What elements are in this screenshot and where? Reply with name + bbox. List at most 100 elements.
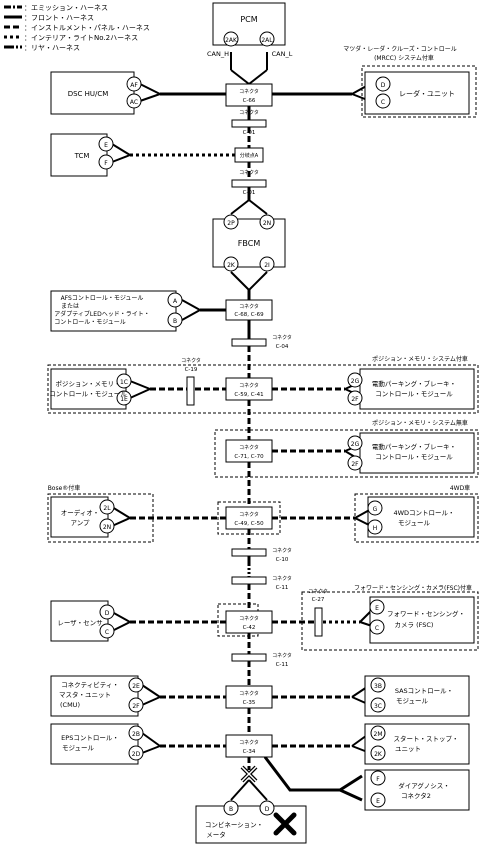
legend-label: ：リヤ・ハーネス: [24, 44, 80, 52]
can-h-label: CAN_H: [207, 50, 229, 58]
pin-label: 2AL: [261, 37, 273, 44]
posmem-box: [50, 368, 127, 410]
connector-label: コネクタ: [272, 652, 292, 659]
afs-title-line: または: [61, 303, 79, 310]
audio-title-line: オーディオ・: [61, 508, 100, 517]
fbcm-box: [212, 218, 286, 268]
connector-label: コネクタ: [239, 690, 259, 697]
connector-c27: [314, 607, 323, 637]
legend: ：エミッション・ハーネス ：フロント・ハーネス ：インストルメント・パネル・ハー…: [4, 4, 150, 52]
connector-label: コネクタ: [239, 382, 259, 389]
connector-id: C-19: [185, 367, 198, 373]
bose-group-box: [47, 493, 154, 543]
pin-label: 2AK: [225, 37, 238, 44]
mrcc-group-label: (MRCC) システム付車: [374, 54, 434, 62]
mrcc-group-label: マツダ・レーダ・クルーズ・コントロール: [343, 45, 457, 53]
connector-c71: [225, 439, 273, 463]
dlc-title-line: コネクタ2: [401, 791, 431, 800]
cmu-box: [50, 675, 139, 717]
pin-label: C: [381, 99, 385, 106]
epb1-title-line: 電動パーキング・ブレーキ・: [372, 379, 456, 388]
connector-label: コネクタ: [239, 444, 259, 451]
pin-label: D: [105, 610, 110, 617]
epb1-box: [359, 368, 475, 410]
open-circuit-x-icon: [240, 765, 258, 783]
cmu-title-line: コネクティビティ・: [61, 680, 119, 689]
no-posmem-group-box: [214, 429, 479, 478]
awd-title-line: モジュール: [398, 519, 431, 527]
module-boxes: [50, 2, 475, 844]
pin-label: 2N: [103, 524, 111, 531]
fsc-group-label: フォワード・センシング・カメラ(FSC)付車: [354, 584, 472, 592]
startstop-title-line: ユニット: [395, 745, 421, 753]
connector-id: C-01: [243, 130, 256, 136]
connector-label: コネクタ: [239, 511, 259, 518]
legend-label: ：インテリア・ライトNo.2ハーネス: [24, 34, 138, 42]
connector-id: C-10: [276, 557, 289, 563]
pcm-title: PCM: [240, 15, 257, 24]
laser-box: [50, 600, 109, 642]
connector-label: コネクタ: [239, 739, 259, 746]
pin-label: E: [376, 798, 380, 805]
connector-c04: [231, 338, 267, 347]
pin-label: 3B: [374, 683, 382, 690]
connector-c35: [225, 685, 273, 709]
trunk-connectors: [186, 83, 323, 758]
connector-label: コネクタ: [239, 615, 259, 622]
connector-id: C-68, C-69: [234, 312, 264, 318]
mrcc-group-box: [361, 65, 477, 118]
connector-label: コネクタ: [239, 303, 259, 310]
fbcm-title: FBCM: [238, 239, 261, 248]
4wd-group-box: [354, 493, 479, 543]
pin-label: 2F: [132, 703, 140, 710]
connector-c59: [225, 377, 273, 401]
afs-title-line: コントロール・モジュール: [54, 319, 126, 326]
pin-label: G: [373, 506, 378, 513]
pin-label: 3C: [374, 703, 382, 710]
audio-title-line: アンプ: [70, 519, 90, 527]
awd-title-line: 4WDコントロール・: [393, 509, 454, 517]
pin-label: C: [105, 629, 109, 636]
posmem-title-line: コントロール・モジュール: [49, 390, 127, 398]
legend-label: ：エミッション・ハーネス: [24, 4, 108, 12]
connector-id: C-01: [243, 190, 256, 196]
eps-title-line: EPSコントロール・: [61, 734, 119, 742]
dsc-title: DSC HU/CM: [68, 90, 109, 98]
afs-title-line: アダプティブLEDヘッド・ライト・: [54, 310, 149, 318]
pin-label: 1E: [120, 396, 128, 403]
afs-title-line: AFSコントロール・モジュール: [61, 295, 144, 302]
posmem-group-box: [47, 364, 479, 414]
pin-label: 2I: [264, 262, 270, 269]
tcm-title: TCM: [74, 152, 90, 160]
connector-c49: [225, 506, 273, 530]
pin-label: 2F: [351, 461, 359, 468]
pin-label: B: [229, 806, 233, 813]
fault-x-icon: [273, 812, 297, 836]
4wd-group-label: 4WD車: [450, 484, 470, 492]
pin-label: 2D: [132, 751, 141, 758]
connector-c19: [186, 376, 195, 406]
no-posmem-group-label: ポジション・メモリ・システム無車: [372, 419, 468, 427]
fsc-group-box: [301, 591, 479, 651]
connector-id: C-34: [243, 749, 256, 755]
awd-box: [367, 496, 475, 538]
dsc-box: [50, 71, 135, 115]
can-l-label: CAN_L: [272, 50, 293, 58]
pin-label: H: [373, 525, 378, 532]
fsc-title-line: フォワード・センシング・: [387, 609, 465, 618]
connector-id: C-04: [276, 344, 289, 350]
labels: PCM 2AK 2AL CAN_H CAN_L DSC HU/CM AF AC …: [48, 15, 472, 839]
radar-title: レーダ・ユニット: [399, 89, 455, 98]
cmu-title-line: マスタ・ユニット: [59, 690, 111, 699]
pin-label: A: [173, 298, 178, 305]
connector-id: C-49, C-50: [234, 521, 264, 527]
fsc-box: [369, 596, 475, 644]
legend-label: ：フロント・ハーネス: [24, 14, 94, 22]
connector-c42: [225, 610, 273, 634]
tcm-box: [50, 133, 108, 177]
pin-label: 1C: [120, 379, 128, 386]
pin-label: F: [104, 160, 108, 167]
afs-box: [50, 290, 177, 332]
pin-label: 2N: [263, 220, 271, 227]
